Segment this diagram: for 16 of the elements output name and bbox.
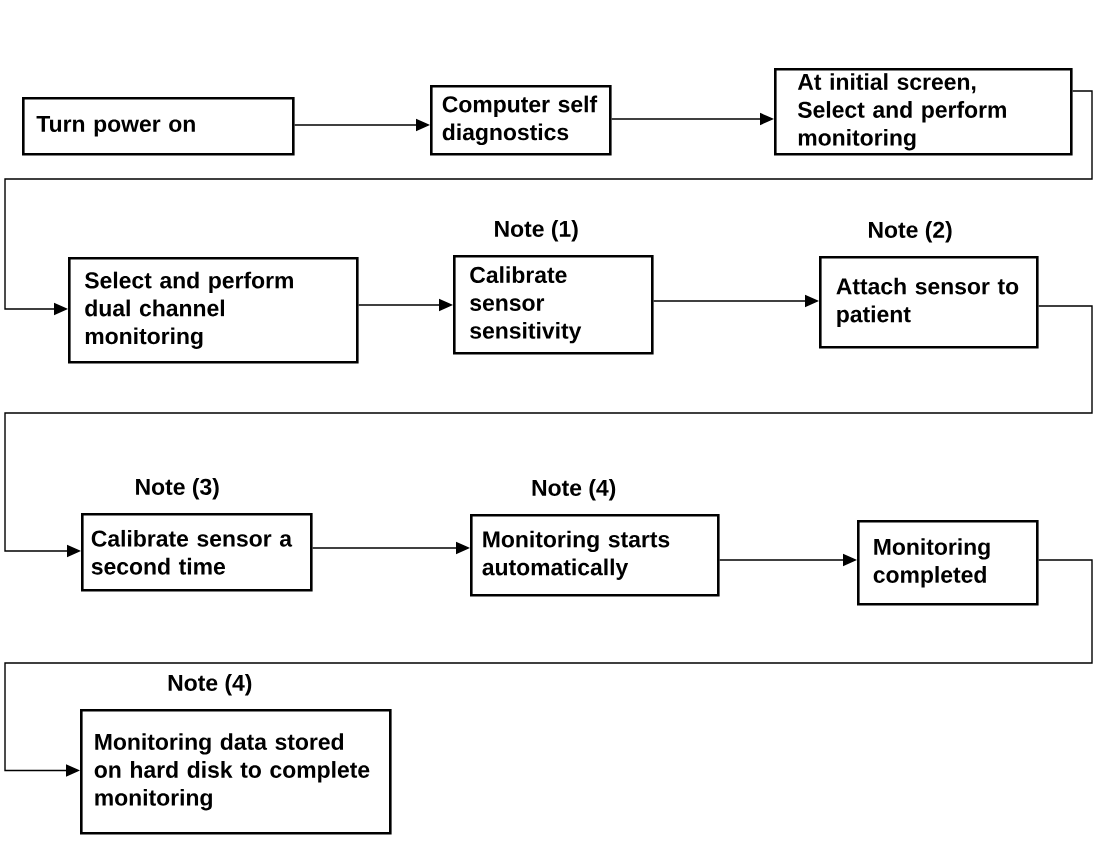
process-box: Calibrate sensor a second time [81, 513, 313, 592]
note-label: Note (2) [869, 221, 952, 243]
process-box: Computer self diagnostics [430, 85, 612, 156]
process-box: Monitoring data stored on hard disk to complete monitoring [80, 709, 392, 835]
process-box: Monitoring starts automatically [470, 514, 720, 597]
process-box: Turn power on [22, 97, 295, 156]
process-box: Select and perform dual channel monitoring [68, 257, 359, 364]
note-label: Note (3) [136, 478, 219, 500]
process-box: Attach sensor to patient [819, 256, 1039, 349]
arrow [4, 559, 1093, 777]
note-label: Note (1) [495, 220, 578, 242]
process-box: At initial screen, Select and perform monitoring [774, 68, 1073, 156]
note-label: Note (4) [168, 674, 252, 696]
process-box: Calibrate sensor sensitivity [453, 255, 654, 355]
note-label: Note (4) [532, 479, 616, 501]
process-box: Monitoring completed [857, 520, 1039, 606]
